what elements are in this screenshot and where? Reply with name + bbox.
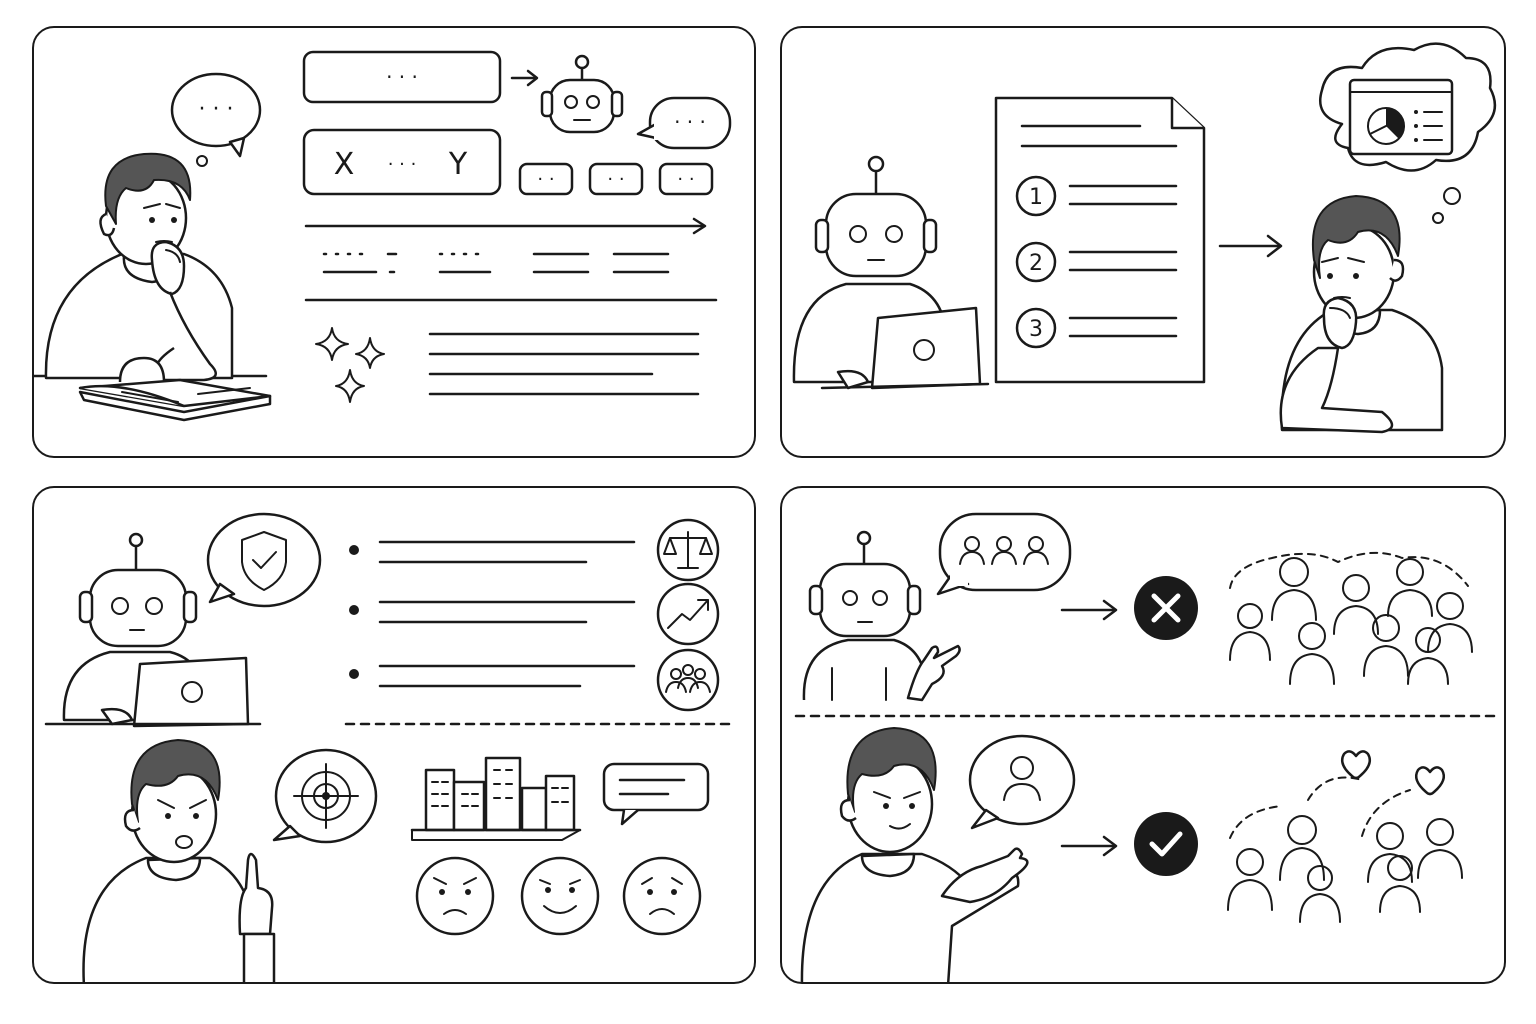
laptop-icon bbox=[820, 306, 990, 390]
robot-speech-bubble: · · · bbox=[636, 96, 732, 150]
group-icon bbox=[656, 648, 720, 712]
robot-icon bbox=[540, 54, 624, 134]
worried-face-icon bbox=[622, 856, 702, 936]
target-icon bbox=[272, 748, 378, 844]
thinking-person bbox=[44, 152, 234, 383]
pointing-person bbox=[82, 739, 276, 982]
robot-speech-text: · · · bbox=[674, 110, 706, 134]
arrow-right-icon bbox=[1218, 234, 1283, 258]
dotted-rows bbox=[322, 252, 670, 274]
cross-badge-icon bbox=[1134, 576, 1198, 640]
list-number-3: 3 bbox=[1029, 317, 1043, 342]
panel-bottom-left-art bbox=[44, 512, 738, 982]
formula-left: X bbox=[334, 147, 355, 182]
token-chip bbox=[518, 162, 574, 196]
group-icon bbox=[936, 512, 1072, 596]
arrow-right-icon bbox=[510, 69, 539, 87]
thought-text: · · · bbox=[199, 97, 234, 122]
sparkle-icon bbox=[315, 327, 385, 403]
scales-icon bbox=[656, 518, 720, 582]
thinking-person bbox=[1279, 195, 1444, 434]
long-arrow-icon bbox=[304, 217, 707, 235]
crowd-connected bbox=[1227, 750, 1463, 923]
panel-bottom-left bbox=[32, 486, 756, 984]
input-box-text: · · · bbox=[386, 65, 418, 89]
text-lines bbox=[428, 332, 700, 396]
shield-check-icon bbox=[206, 512, 322, 608]
input-box bbox=[302, 50, 502, 104]
arrow-right-icon bbox=[1060, 835, 1118, 857]
thought-bubble-icon: · · · bbox=[170, 72, 262, 167]
robot-icon bbox=[802, 530, 961, 702]
person-icon bbox=[968, 734, 1076, 830]
token-chip-text-3: · · bbox=[677, 169, 694, 190]
laptop-icon bbox=[44, 656, 262, 728]
list-number-1: 1 bbox=[1029, 185, 1043, 210]
pointing-person bbox=[800, 727, 1029, 982]
panel-bottom-right bbox=[780, 486, 1506, 984]
panel-bottom-right-art bbox=[794, 512, 1496, 982]
list-number-2: 2 bbox=[1029, 251, 1043, 276]
document-icon: 1 2 3 bbox=[994, 96, 1206, 384]
panel-top-right: 1 2 3 bbox=[780, 26, 1506, 458]
chart-window-icon bbox=[1319, 42, 1497, 224]
smile-face-icon bbox=[520, 856, 600, 936]
panel-top-right-art: 1 2 3 bbox=[792, 42, 1497, 434]
formula-middle: · · · bbox=[388, 154, 417, 175]
comment-bubble-icon bbox=[602, 762, 710, 826]
heart-icon bbox=[1341, 750, 1371, 780]
heart-icon bbox=[1415, 766, 1445, 796]
token-chip-text-1: · · bbox=[537, 169, 554, 190]
arrow-right-icon bbox=[1060, 599, 1118, 621]
token-chip bbox=[658, 162, 714, 196]
panel-top-left: · · · · · · bbox=[32, 26, 756, 458]
trend-up-icon bbox=[656, 582, 720, 646]
formula-box bbox=[302, 128, 502, 196]
bullet-list bbox=[349, 540, 636, 688]
buildings-icon bbox=[410, 756, 582, 841]
panel-top-left-art: · · · · · · bbox=[34, 50, 732, 422]
angry-face-icon bbox=[415, 856, 495, 936]
token-chip-text-2: · · bbox=[607, 169, 624, 190]
token-chip bbox=[588, 162, 644, 196]
crowd-scattered bbox=[1229, 551, 1473, 685]
check-badge-icon bbox=[1134, 812, 1198, 876]
book-icon bbox=[78, 378, 272, 422]
formula-right: Y bbox=[448, 147, 468, 182]
